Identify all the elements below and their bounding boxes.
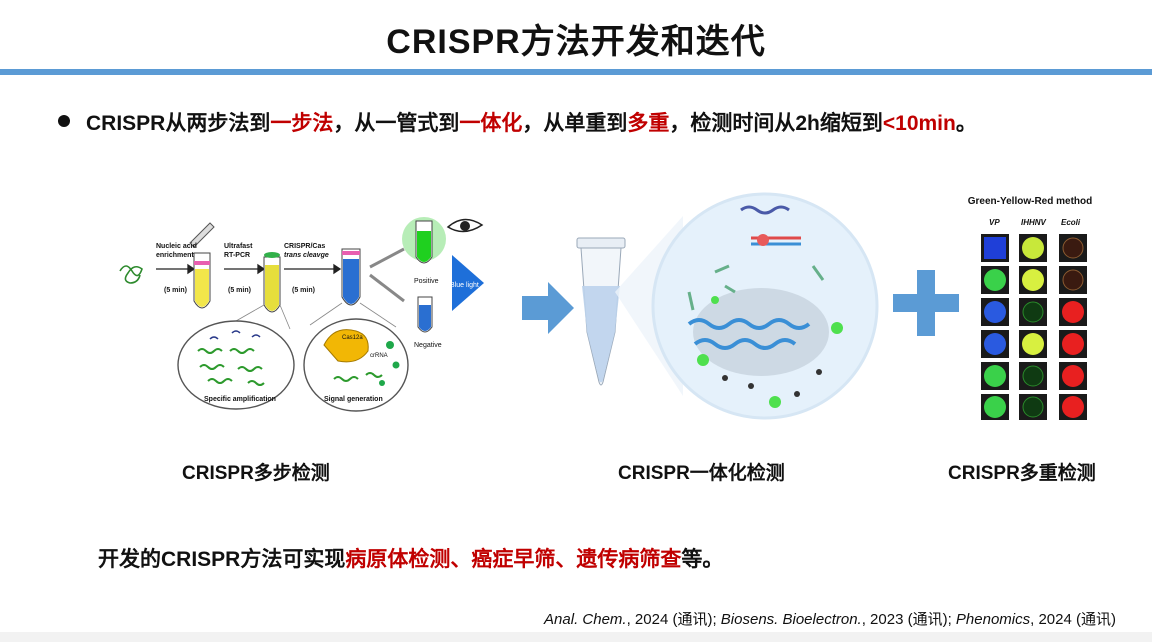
key-point-bullet: CRISPR从两步法到一步法，从一管式到一体化，从单重到多重，检测时间从2h缩短… — [58, 107, 977, 137]
eye-icon — [446, 218, 484, 233]
bullet-highlight-1: 一步法 — [270, 112, 334, 135]
tube-positive — [402, 217, 446, 264]
step2-label-2: RT-PCR — [224, 252, 250, 259]
result-branches — [369, 247, 405, 303]
multiplex-figure: Green-Yellow-Red method VP IHHNV Ecoli — [955, 194, 1105, 424]
multiplex-method-title: Green-Yellow-Red method — [967, 196, 1093, 207]
bullet-highlight-4: <10min — [882, 112, 956, 135]
step1-label-1: Nucleic acid — [156, 243, 197, 250]
blue-light-icon — [452, 255, 484, 311]
multiplex-col-ecoli: Ecoli — [1061, 218, 1081, 227]
plus-icon — [893, 270, 959, 336]
slide-title: CRISPR方法开发和迭代 — [386, 23, 766, 61]
tube-crispr — [341, 248, 361, 306]
circle1-label: Specific amplification — [204, 396, 276, 403]
references-line: Anal. Chem., 2024 (通讯); Biosens. Bioelec… — [544, 608, 1116, 629]
amplification-circle — [177, 320, 295, 410]
right-arrow-icon — [522, 282, 574, 334]
tube-rtpcr — [263, 252, 281, 313]
ref-detail-3: , 2024 (通讯) — [1030, 611, 1116, 628]
caption-multistep: CRISPR多步检测 — [182, 463, 330, 484]
bullet-dot-icon — [58, 115, 70, 127]
step2-time: (5 min) — [228, 287, 251, 294]
ref-detail-1: , 2024 (通讯); — [626, 611, 721, 628]
bullet-text-5: 。 — [955, 112, 977, 135]
ref-detail-2: , 2023 (通讯); — [861, 611, 956, 628]
step1-label-2: enrichment — [156, 252, 194, 259]
integrated-assay-figure — [576, 192, 879, 420]
ref-journal-1: Anal. Chem. — [544, 611, 627, 628]
bullet-text-1: CRISPR从两步法到 — [86, 112, 271, 135]
summary-line: 开发的CRISPR方法可实现病原体检测、癌症早筛、遗传病筛查等。 — [98, 543, 723, 573]
negative-label: Negative — [414, 342, 442, 349]
bullet-highlight-3: 多重 — [627, 112, 670, 135]
bottom-edge-strip — [0, 632, 1152, 642]
fluorescence-well-grid — [981, 234, 1087, 420]
microtube — [576, 237, 626, 386]
multiplex-col-ihhnv: IHHNV — [1021, 218, 1046, 227]
signal-circle — [303, 318, 409, 412]
step3-time: (5 min) — [292, 287, 315, 294]
title-divider — [0, 69, 1152, 75]
dna-sample-icon — [119, 265, 143, 284]
blue-light-label: Blue light — [450, 282, 479, 289]
step2-label-1: Ultrafast — [224, 243, 253, 250]
multiplex-col-vp: VP — [989, 218, 1000, 227]
crrna-label: crRNA — [370, 353, 388, 359]
caption-multiplex: CRISPR多重检测 — [948, 463, 1096, 484]
summary-highlight: 病原体检测、癌症早筛、遗传病筛查 — [345, 548, 682, 571]
bullet-highlight-2: 一体化 — [459, 112, 523, 135]
ref-journal-2: Biosens. Bioelectron. — [720, 611, 862, 628]
tube-enrichment — [193, 252, 211, 309]
pipette-icon — [189, 222, 215, 248]
step3-label-2: trans cleavge — [284, 252, 329, 259]
multistep-workflow-figure: Nucleic acid enrichment (5 min) Ultrafas… — [119, 217, 484, 412]
summary-text-2: 等。 — [681, 548, 724, 571]
flow-arrows — [156, 263, 342, 275]
summary-text-1: 开发的CRISPR方法可实现 — [98, 548, 346, 571]
caption-integrated: CRISPR一体化检测 — [618, 463, 785, 484]
cas-label: Cas12a — [342, 335, 363, 341]
circle2-label: Signal generation — [324, 396, 383, 403]
ref-journal-3: Phenomics — [955, 611, 1031, 628]
bullet-text-2: ，从一管式到 — [333, 112, 460, 135]
positive-label: Positive — [414, 278, 439, 285]
tube-negative — [417, 296, 433, 333]
reaction-zoom-circle — [651, 192, 879, 420]
bullet-text-3: ，从单重到 — [522, 112, 628, 135]
step3-label-1: CRISPR/Cas — [284, 243, 325, 250]
bullet-text-4: ，检测时间从2h缩短到 — [669, 112, 883, 135]
step1-time: (5 min) — [164, 287, 187, 294]
